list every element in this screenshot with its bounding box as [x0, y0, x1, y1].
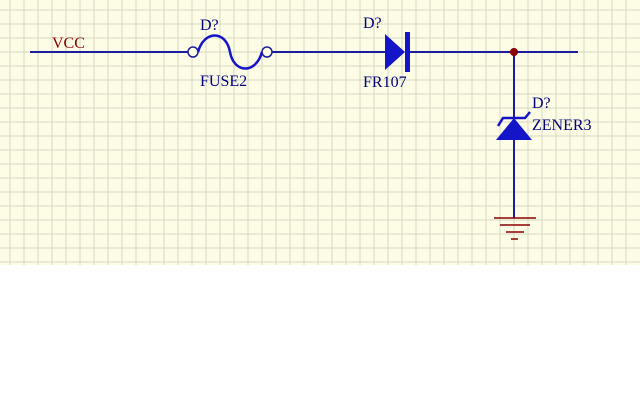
fuse-component[interactable]: D? FUSE2 — [187, 17, 273, 90]
sheet-grid — [0, 0, 640, 265]
diode-icon — [385, 32, 410, 72]
fuse-designator: D? — [200, 17, 219, 34]
junction-dot-icon — [510, 48, 518, 56]
zener-designator: D? — [532, 95, 551, 112]
schematic-sheet[interactable]: VCC D? FUSE2 D? FR107 — [0, 0, 640, 265]
wires — [30, 51, 578, 218]
sheet-background — [0, 0, 640, 265]
zener-diode-icon — [496, 111, 532, 140]
zener-value: ZENER3 — [532, 117, 592, 134]
fuse-icon — [187, 34, 273, 70]
net-label-vcc[interactable]: VCC — [52, 35, 85, 52]
ground-icon[interactable] — [494, 217, 536, 240]
diode-designator: D? — [363, 15, 382, 32]
diode-value: FR107 — [363, 74, 407, 91]
zener-component[interactable]: D? ZENER3 — [496, 95, 592, 140]
diode-component[interactable]: D? FR107 — [363, 15, 410, 91]
fuse-value: FUSE2 — [200, 73, 247, 90]
